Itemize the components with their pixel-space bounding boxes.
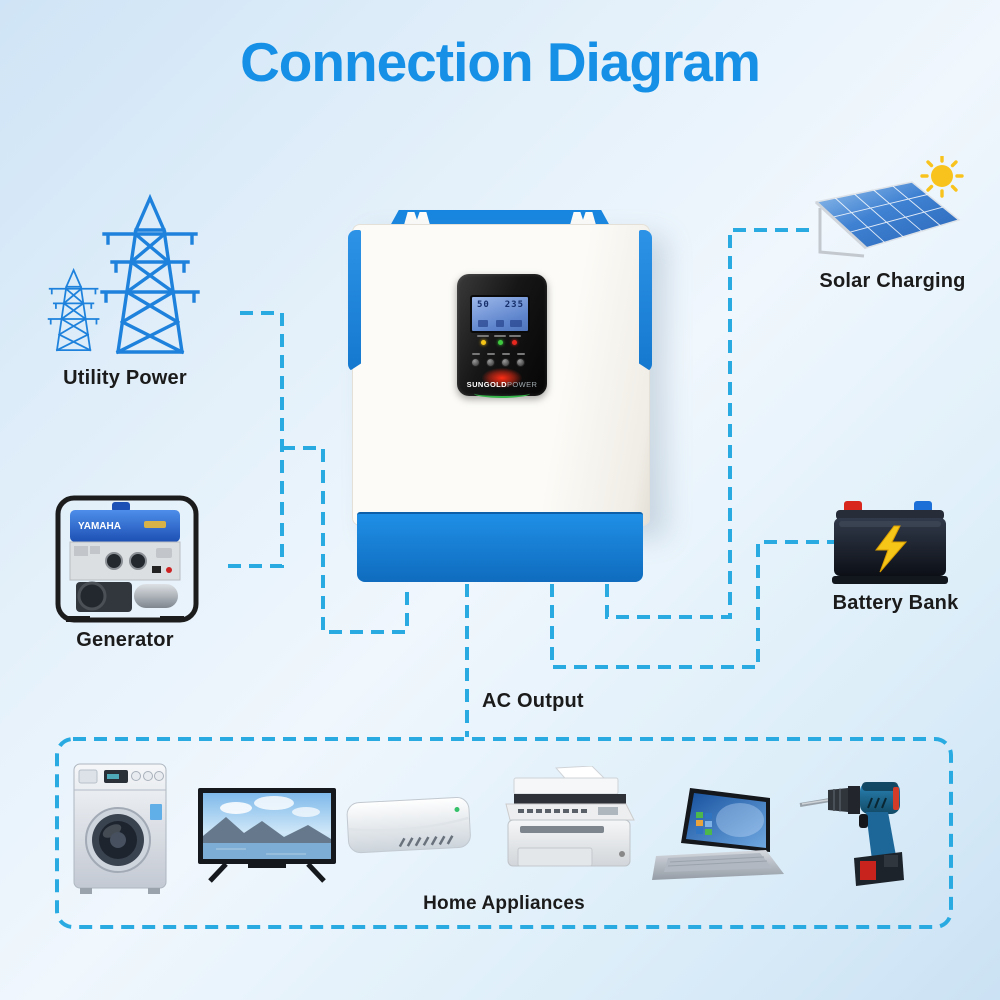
lcd-value-right: 235	[504, 300, 524, 310]
laptop-icon	[652, 788, 784, 880]
generator-label: Generator	[76, 629, 174, 651]
printer-icon	[505, 766, 635, 867]
panel-button-down	[501, 358, 510, 367]
lcd-display: 50 235	[470, 295, 530, 333]
panel-button-esc	[471, 358, 480, 367]
solar-panel-sun-icon	[814, 156, 964, 258]
sun-icon	[920, 156, 964, 198]
button-label-mark	[517, 353, 525, 355]
car-battery-icon	[832, 501, 948, 584]
led-label-mark	[477, 335, 489, 337]
inverter-side-trim-left	[348, 230, 361, 372]
lightning-bolt-icon	[875, 525, 908, 573]
input-trunk-connector-line	[282, 446, 409, 634]
lcd-battery-glyph	[478, 320, 488, 327]
status-led-green	[498, 340, 503, 345]
lcd-value-left: 50	[477, 300, 490, 310]
inverter-bottom-band	[357, 512, 643, 582]
inverter-mount-bracket	[390, 210, 610, 226]
lcd-flow-glyph	[496, 320, 504, 327]
button-label-mark	[502, 353, 510, 355]
tv-icon	[198, 788, 336, 883]
utility-power-label: Utility Power	[63, 367, 187, 389]
button-label-mark	[487, 353, 495, 355]
utility-connector-line	[227, 311, 284, 568]
transmission-towers-icon	[47, 196, 200, 354]
button-label-mark	[472, 353, 480, 355]
home-appliances-label: Home Appliances	[423, 893, 585, 914]
status-led-yellow	[481, 340, 486, 345]
air-conditioner-icon	[346, 797, 471, 854]
status-led-red	[512, 340, 517, 345]
lcd-load-glyph	[510, 320, 522, 327]
page-title: Connection Diagram	[240, 31, 761, 93]
inverter-control-panel: 50 235 SUNGOLDPOWER	[457, 274, 547, 398]
panel-button-up	[486, 358, 495, 367]
washing-machine-icon	[73, 763, 167, 894]
ac-output-label: AC Output	[482, 690, 584, 712]
home-appliances-box-border	[55, 737, 953, 929]
led-label-mark	[509, 335, 521, 337]
inverter-side-trim-right	[639, 230, 652, 372]
portable-generator-icon: YAMAHA	[55, 495, 199, 623]
inverter-brand: SUNGOLDPOWER	[457, 380, 547, 389]
brand-secondary: POWER	[506, 380, 538, 389]
panel-button-enter	[516, 358, 525, 367]
brand-green-arc	[474, 389, 530, 398]
generator-brand-text: YAMAHA	[78, 521, 121, 532]
inverter-unit: 50 235 SUNGOLDPOWER	[348, 210, 652, 582]
red-glow	[482, 368, 522, 388]
solar-charging-label: Solar Charging	[819, 270, 966, 292]
brand-primary: SUNGOLD	[466, 380, 507, 389]
solar-connector-line	[605, 228, 816, 619]
power-drill-icon	[799, 782, 904, 886]
battery-bank-label: Battery Bank	[832, 592, 959, 614]
led-label-mark	[494, 335, 506, 337]
